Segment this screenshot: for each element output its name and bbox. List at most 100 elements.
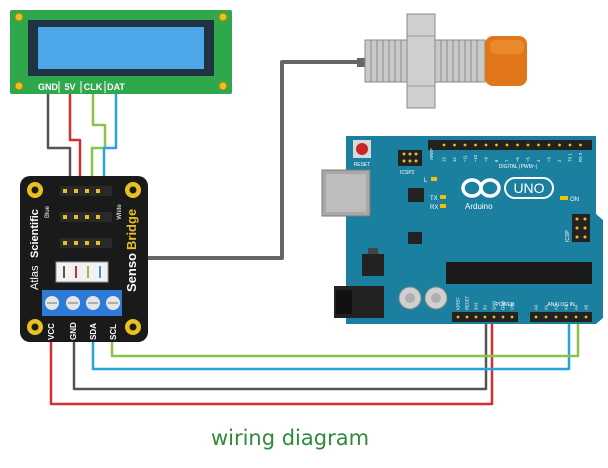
senso-bridge-board: Blue White Atlas Scientific Senso Bridge…	[20, 176, 148, 342]
wire-probe-cable	[74, 60, 365, 260]
lcd-pin-label-gnd: GND	[38, 82, 59, 92]
arduino-aref-label: AREF	[429, 148, 434, 160]
arduino-analog-pin	[554, 315, 558, 319]
arduino-analog-pin	[574, 315, 578, 319]
wire-lcd-clk	[90, 94, 107, 184]
probe-thread-left	[364, 39, 408, 83]
bridge-brand-scientific: Scientific	[29, 209, 41, 258]
bridge-name-senso: Senso	[124, 253, 139, 292]
arduino-digital-pin	[463, 143, 467, 147]
bridge-side-label-blue: Blue	[45, 205, 51, 218]
bridge-sensor-connector	[55, 261, 109, 283]
arduino-digital-pin	[547, 143, 551, 147]
arduino-digital-pin	[495, 143, 498, 147]
arduino-digital-pin-label: 12	[452, 157, 457, 162]
arduino-power-pin-label: 5V	[483, 305, 488, 310]
wire-lcd-5v	[68, 94, 82, 184]
bridge-header-pins	[60, 186, 112, 248]
arduino-icsp2-header	[398, 150, 422, 166]
arduino-analog-label: ANALOG IN	[547, 302, 575, 308]
bridge-brand-atlas: Atlas	[29, 265, 41, 290]
arduino-digital-pin	[537, 143, 540, 147]
bridge-pin-vcc: VCC	[47, 323, 56, 340]
lcd-module: GND 5V CLK DAT	[10, 10, 232, 94]
arduino-rx-label: RX	[430, 205, 438, 211]
arduino-on-label: ON	[570, 197, 579, 203]
arduino-power-label: POWER	[496, 302, 515, 308]
lcd-pin-label-5v: 5V	[64, 82, 75, 92]
arduino-digital-pin	[484, 143, 488, 147]
arduino-small-chip	[408, 232, 422, 244]
arduino-digital-pin	[453, 143, 456, 147]
arduino-digital-pin-label: 8	[494, 159, 499, 162]
arduino-digital-pin	[474, 143, 477, 147]
lcd-screen	[38, 27, 204, 69]
sensor-probe	[357, 13, 527, 109]
wire-lcd-dat	[102, 94, 118, 184]
bridge-name-bridge: Bridge	[124, 209, 139, 250]
lcd-mount-hole	[218, 12, 228, 22]
arduino-digital-pin-label: RX 0	[578, 152, 583, 162]
arduino-analog-pin-label: A2	[554, 304, 559, 310]
arduino-infinity-logo	[461, 178, 501, 198]
arduino-power-pin-label: 3V3	[474, 302, 479, 310]
arduino-reset-label: RESET	[354, 162, 371, 168]
wire-scl-a5	[110, 322, 580, 358]
arduino-power-pin-label: GND	[492, 301, 497, 310]
lcd-mount-hole	[14, 81, 24, 91]
arduino-power-pin	[483, 315, 487, 319]
arduino-voltage-regulator	[362, 254, 384, 276]
arduino-digital-header	[428, 140, 592, 150]
arduino-digital-pin-label: ~6	[515, 157, 520, 162]
arduino-icsp-label: ICSP	[565, 230, 571, 242]
arduino-digital-pin	[558, 143, 561, 147]
probe-cable-stub	[357, 58, 367, 67]
diagram-caption: wiring diagram	[210, 426, 370, 450]
arduino-digital-pin-label: 2	[557, 159, 562, 162]
arduino-model-label: UNO	[513, 180, 544, 196]
arduino-power-pin-label: GND	[501, 301, 506, 310]
arduino-power-pin	[492, 315, 496, 319]
arduino-digital-pin-label: 4	[536, 159, 541, 162]
wires	[46, 60, 580, 406]
arduino-power-pin	[501, 315, 505, 319]
arduino-analog-pin	[584, 315, 588, 319]
arduino-digital-label: DIGITAL (PWM~)	[499, 164, 538, 170]
arduino-atmega-chip	[446, 262, 592, 284]
arduino-digital-pin	[579, 143, 582, 147]
arduino-power-pin	[465, 315, 469, 319]
arduino-tx-label: TX	[430, 196, 438, 202]
arduino-pcb	[346, 136, 603, 324]
arduino-power-pin-label: VIN	[510, 303, 515, 310]
arduino-analog-pin-label: A3	[564, 304, 569, 310]
arduino-analog-pin-label: A4	[574, 304, 579, 310]
wire-vcc-5v	[49, 322, 494, 406]
arduino-digital-pin-label: ~11	[463, 155, 468, 162]
arduino-power-pin	[510, 315, 514, 319]
arduino-power-pin-label: RESET	[465, 296, 470, 310]
arduino-analog-pin	[534, 315, 538, 319]
lcd-pin-label-clk: CLK	[84, 82, 103, 92]
bridge-side-label-white: White	[117, 204, 123, 220]
arduino-small-chip	[408, 188, 424, 202]
lcd-pin-header	[37, 80, 129, 94]
arduino-analog-pin	[544, 315, 548, 319]
probe-nut	[406, 13, 436, 109]
arduino-analog-pin	[564, 315, 568, 319]
lcd-mount-hole	[14, 12, 24, 22]
arduino-digital-pin-label: ~9	[484, 157, 489, 162]
arduino-digital-pin-label: 7	[505, 159, 510, 162]
arduino-digital-pin-label: ~5	[526, 157, 531, 162]
lcd-mount-hole	[218, 81, 228, 91]
arduino-digital-pin-label: 13	[442, 157, 447, 162]
arduino-digital-pin	[526, 143, 530, 147]
arduino-icsp-header	[572, 214, 590, 242]
lcd-pin-label-dat: DAT	[107, 82, 125, 92]
arduino-digital-pin-label: TX 1	[568, 152, 573, 162]
arduino-digital-pin-label: ~10	[473, 154, 478, 162]
arduino-analog-pin-label: A0	[534, 304, 539, 310]
arduino-digital-pin	[442, 143, 446, 147]
arduino-power-pin	[456, 315, 460, 319]
